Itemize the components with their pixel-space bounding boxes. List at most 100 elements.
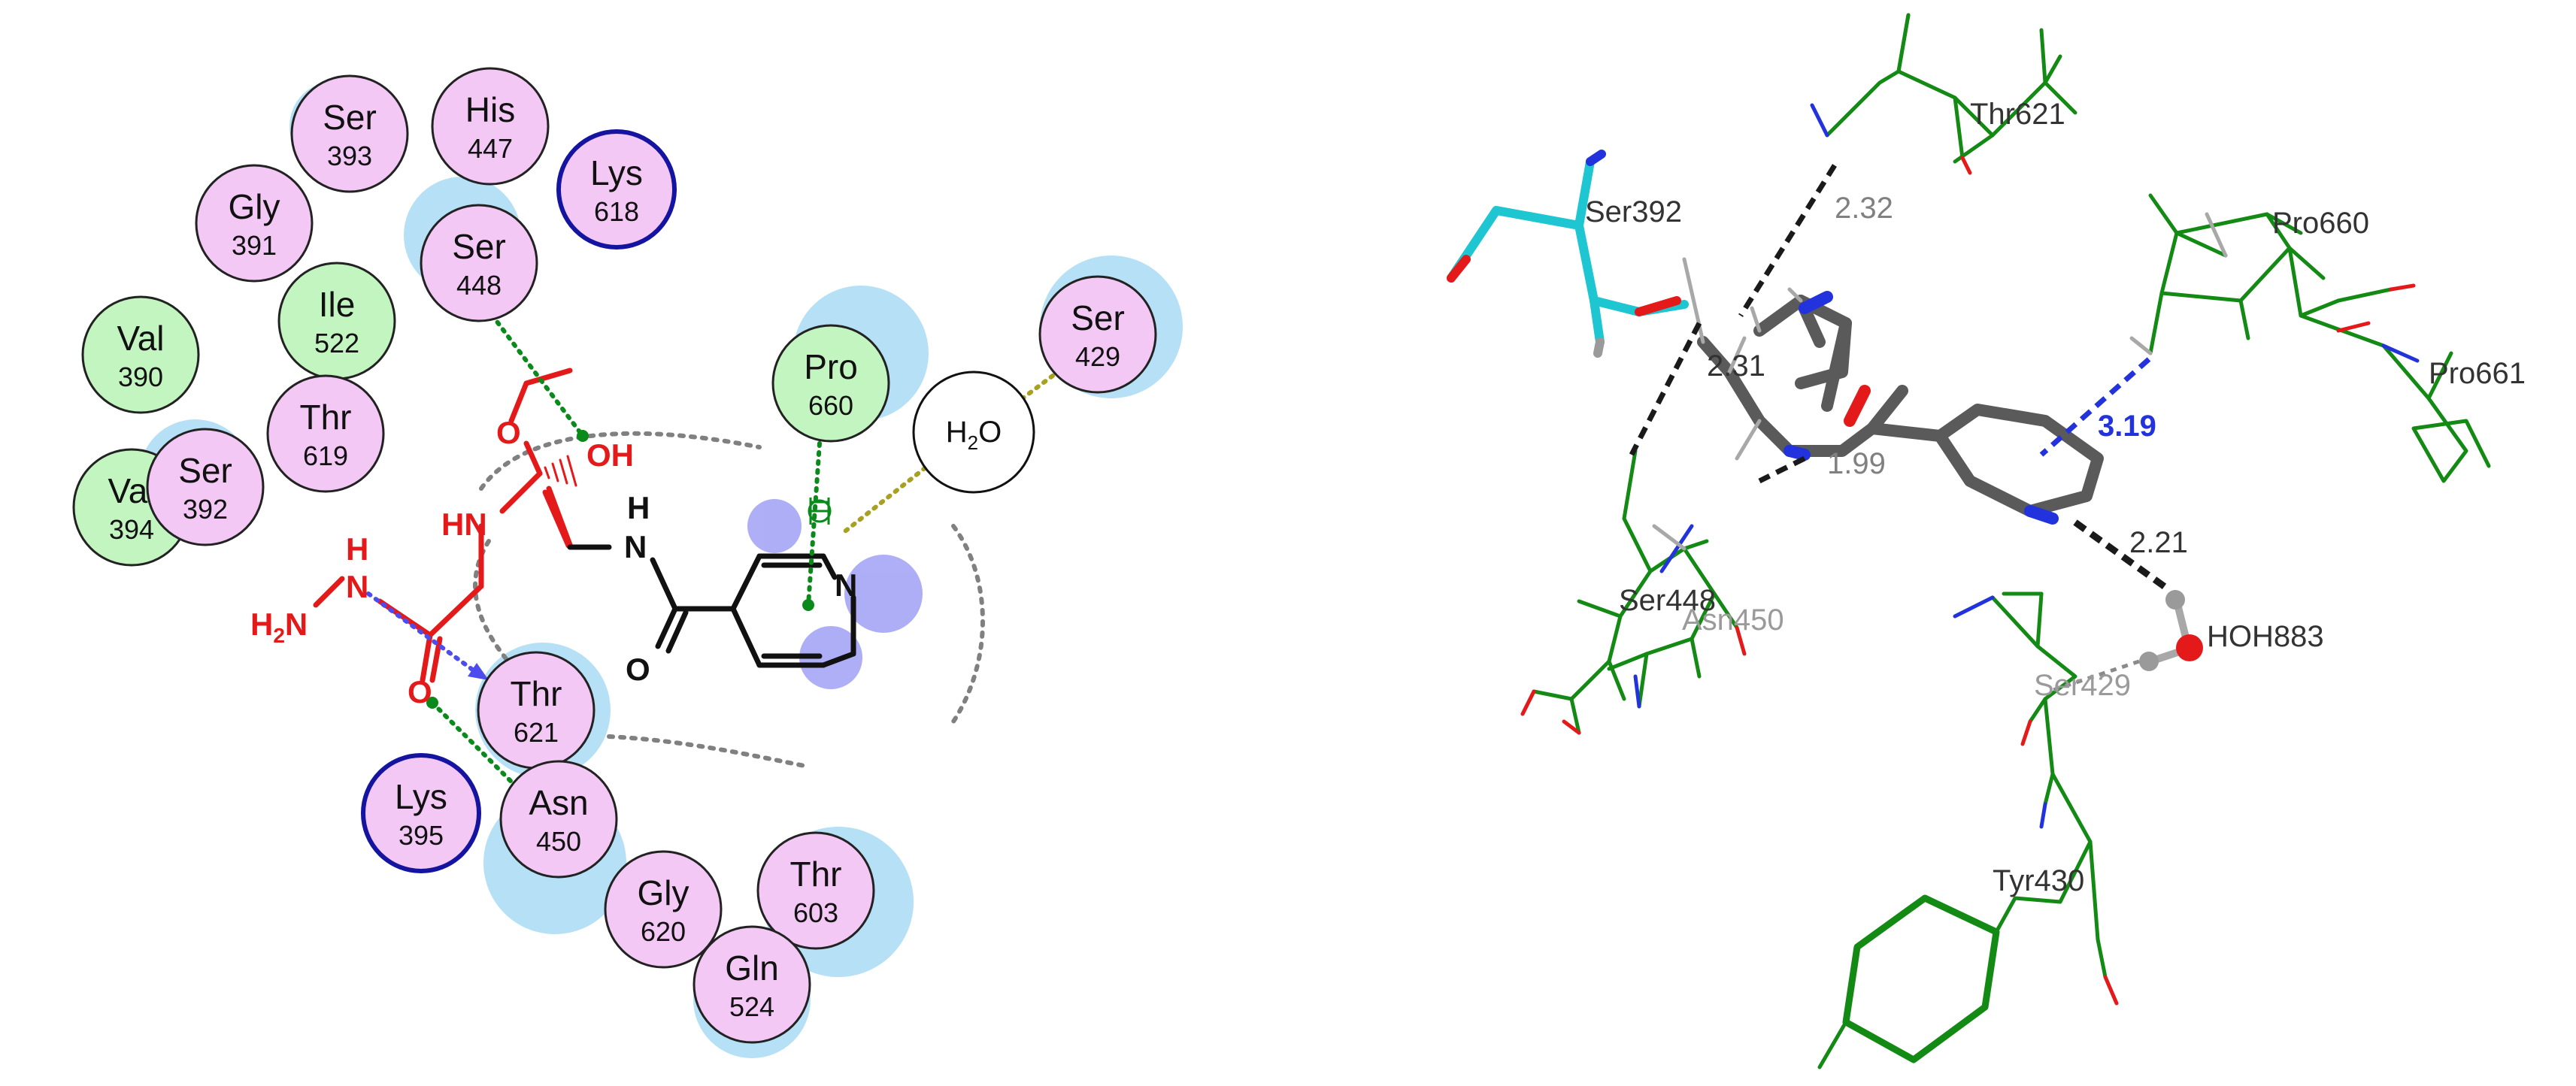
- bond: [730, 553, 762, 612]
- bond: [2336, 287, 2393, 303]
- protein-heteroatoms: [1520, 103, 2420, 1006]
- bond: [523, 440, 543, 476]
- ligand-hetero: [1784, 291, 2059, 525]
- residue-number: 619: [303, 440, 348, 471]
- residue-ser392: Ser392: [146, 428, 265, 546]
- residue-circle: [266, 374, 385, 493]
- bond: [2035, 591, 2044, 649]
- label-tyr430: Tyr430: [1993, 864, 2084, 897]
- water-oxygen: [2176, 634, 2203, 661]
- residue-name: Thr: [511, 674, 562, 713]
- bond: [820, 651, 856, 668]
- hbond-water-ring-n: [840, 460, 935, 536]
- bond: [2013, 896, 2062, 904]
- ligand-exposure-blobs: [747, 499, 923, 689]
- bond: [1787, 287, 1803, 303]
- residue-circle: [146, 428, 265, 546]
- residue-number: 522: [314, 328, 359, 358]
- bond: [1607, 659, 1626, 701]
- residue-number: 394: [109, 514, 154, 545]
- bond: [1562, 719, 1581, 735]
- residue-number: 524: [729, 991, 774, 1022]
- residue-circle: [431, 67, 550, 186]
- residue-circle: [756, 831, 875, 950]
- atom-n-ring: N: [835, 567, 857, 603]
- bond: [523, 368, 573, 386]
- residue-number: 620: [641, 916, 686, 947]
- bond: [1784, 445, 1811, 461]
- bond: [1532, 689, 1574, 701]
- bond: [2088, 839, 2100, 942]
- label-asn450: Asn450: [1682, 604, 1784, 637]
- residue-circle: [771, 324, 890, 443]
- residue-circle: [604, 850, 723, 969]
- protein-sticks: [1532, 13, 2491, 1069]
- residue-number: 618: [594, 196, 639, 227]
- bond: [2148, 193, 2179, 235]
- bond: [2287, 246, 2326, 280]
- residue-circle: [361, 753, 481, 873]
- bond: [2336, 321, 2371, 333]
- bond: [429, 636, 443, 683]
- bond: [1682, 257, 1705, 344]
- atom-o-ring: O: [496, 415, 521, 450]
- hbond-asn450-o: [430, 700, 521, 791]
- water-molecule: H2O: [912, 371, 1035, 494]
- atom-hn: HN: [441, 507, 487, 542]
- bond: [420, 632, 433, 683]
- pi-cation-icon: [808, 498, 832, 525]
- bond: [508, 380, 529, 424]
- bond: [542, 489, 571, 549]
- residue-circle: [1038, 275, 1157, 394]
- pocket-outline-top: [479, 431, 762, 491]
- bond: [1652, 524, 1687, 551]
- residue-name: Gly: [229, 187, 280, 226]
- distance-1.99: 1.99: [1827, 447, 1886, 480]
- ser392-sticks: [1447, 157, 1689, 346]
- distance-2.21: 2.21: [2129, 526, 2188, 559]
- residue-name: Ile: [319, 285, 356, 324]
- blob-ring-top: [747, 499, 802, 553]
- residue-name: Ser: [323, 98, 377, 137]
- bond: [1520, 689, 1536, 716]
- residue-ile522: Ile 522: [277, 262, 396, 380]
- bond: [1577, 599, 1623, 619]
- bond: [313, 576, 345, 608]
- bond: [2043, 80, 2077, 115]
- bond: [665, 610, 689, 654]
- bond: [1817, 1020, 1848, 1069]
- pocket-outline-right: [951, 524, 985, 724]
- bond: [1994, 896, 2017, 934]
- label-ser448: Ser448: [1619, 584, 1716, 617]
- bond: [650, 557, 678, 612]
- blob-ring-bottom: [799, 626, 862, 689]
- residue-circle: [81, 295, 200, 414]
- residue-name: Lys: [395, 777, 447, 816]
- bond: [2043, 697, 2055, 776]
- label-ser429: Ser429: [2034, 669, 2131, 702]
- ser448-backbone: [1607, 449, 1717, 671]
- residue-name: Thr: [300, 398, 352, 437]
- bond: [2238, 298, 2250, 340]
- residue-number: 429: [1075, 341, 1120, 372]
- water-h1: [2165, 590, 2185, 610]
- residue-name: Ser: [452, 227, 506, 266]
- residue-name: His: [465, 90, 515, 129]
- residue-number: 450: [536, 826, 581, 857]
- bond: [1593, 337, 1605, 358]
- bond: [1607, 614, 1623, 664]
- bond: [2129, 336, 2153, 355]
- residue-number: 395: [399, 820, 444, 851]
- bond: [499, 470, 543, 514]
- bond: [2205, 212, 2228, 258]
- bond: [2174, 231, 2228, 258]
- label-thr621: Thr621: [1970, 98, 2065, 131]
- tyr430-ring: [1842, 894, 2000, 1063]
- residue-circle: [556, 129, 677, 250]
- atom-h2n: H2N: [250, 607, 308, 647]
- bond: [2020, 719, 2032, 746]
